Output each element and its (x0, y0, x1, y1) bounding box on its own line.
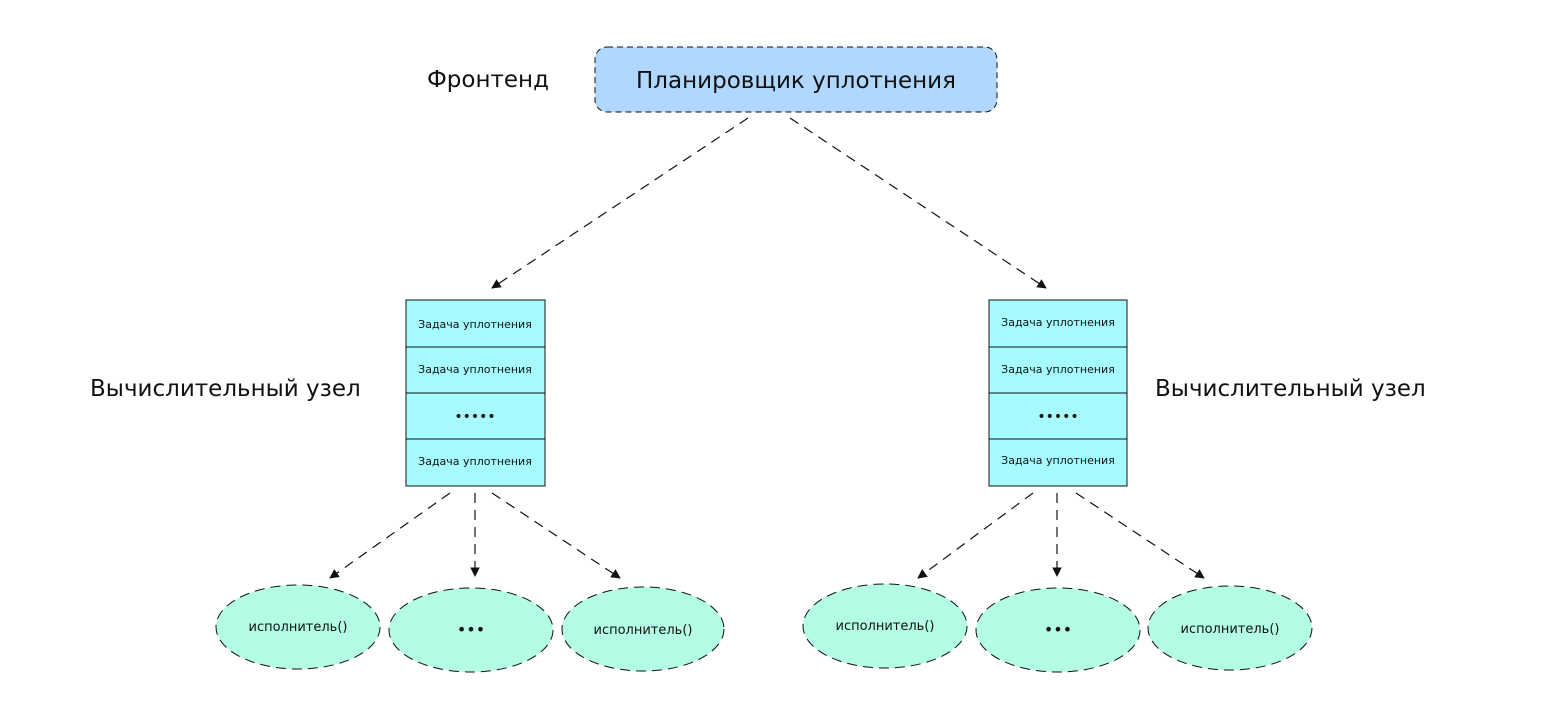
task-cell: Задача уплотнения (418, 455, 532, 468)
compute-node-left: Вычислительный узел Задача уплотнения За… (90, 299, 725, 673)
task-cell: Задача уплотнения (418, 318, 532, 331)
executor-label: ••• (457, 620, 485, 639)
executor (388, 587, 554, 673)
task-cell: Задача уплотнения (1001, 454, 1115, 467)
task-cell: Задача уплотнения (1001, 316, 1115, 329)
node-label: Вычислительный узел (1155, 376, 1426, 402)
executor (1147, 585, 1313, 671)
executor (975, 587, 1141, 673)
executor (802, 583, 968, 669)
executor-label: исполнитель() (1181, 622, 1280, 637)
executor-label: исполнитель() (594, 623, 693, 638)
task-cell: Задача уплотнения (1001, 363, 1115, 376)
compute-node-right: Вычислительный узел Задача уплотнения За… (802, 299, 1426, 673)
scheduler-box (594, 46, 998, 113)
task-cell: Задача уплотнения (418, 363, 532, 376)
executor-label: исполнитель() (836, 619, 935, 634)
executor (561, 586, 725, 672)
arrow-to-left-node (491, 117, 749, 289)
task-cell-ellipsis: ••••• (1037, 409, 1078, 425)
node-label: Вычислительный узел (90, 376, 361, 402)
arrow-to-right-node (789, 117, 1047, 289)
executor (215, 584, 381, 670)
task-cell-ellipsis: ••••• (454, 409, 495, 425)
frontend-label: Фронтенд (427, 67, 549, 93)
scheduler-label: Планировщик уплотнения (636, 68, 956, 94)
executor-label: ••• (1044, 620, 1072, 639)
executor-label: исполнитель() (249, 620, 348, 635)
